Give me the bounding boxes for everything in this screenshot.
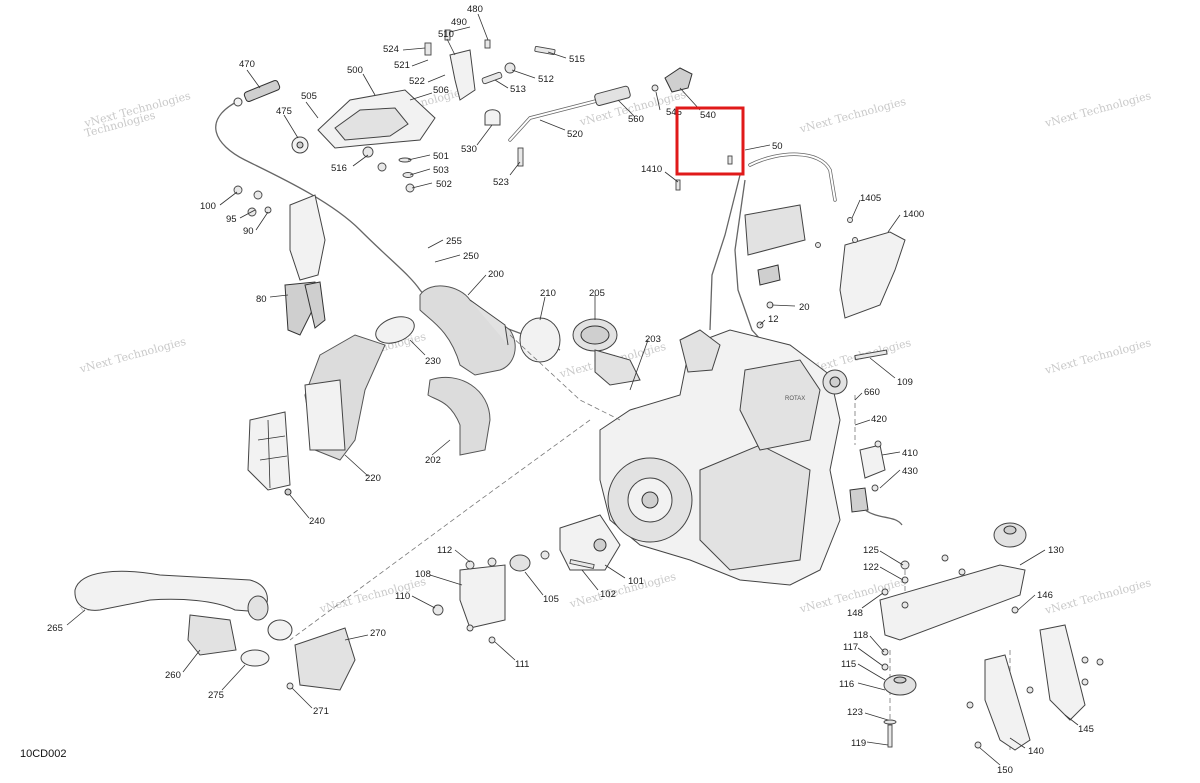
callout-95: 95 xyxy=(226,214,237,225)
callout-labels: 480 490 510 524 521 522 506 500 515 512 … xyxy=(47,4,1094,776)
callout-12: 12 xyxy=(768,314,779,325)
callout-530: 530 xyxy=(461,144,477,155)
callout-111: 111 xyxy=(515,659,529,670)
callout-271: 271 xyxy=(313,706,329,717)
callout-117: 117 xyxy=(843,642,858,653)
callout-220: 220 xyxy=(365,473,381,484)
callout-503: 503 xyxy=(433,165,449,176)
pedal-assembly xyxy=(233,185,326,336)
callout-119: 119 xyxy=(851,738,866,749)
callout-500: 500 xyxy=(347,65,363,76)
watermark: vNext Technologies xyxy=(797,95,907,136)
engine-mount-front xyxy=(432,514,621,644)
callout-1405: 1405 xyxy=(860,193,881,204)
callout-105: 105 xyxy=(543,594,559,605)
callout-520: 520 xyxy=(567,129,583,140)
callout-20: 20 xyxy=(799,302,810,313)
callout-255: 255 xyxy=(446,236,462,247)
callout-102: 102 xyxy=(600,589,616,600)
callout-118: 118 xyxy=(853,630,868,641)
callout-521: 521 xyxy=(394,60,410,71)
ecm-harness xyxy=(675,152,906,351)
callout-146: 146 xyxy=(1037,590,1053,601)
shift-lever xyxy=(508,67,733,165)
callout-480: 480 xyxy=(467,4,483,15)
callout-523: 523 xyxy=(493,177,509,188)
callout-50: 50 xyxy=(772,141,783,152)
callout-109: 109 xyxy=(897,377,913,388)
watermark: vNext Technologies xyxy=(1043,336,1153,377)
figure-code: 10CD002 xyxy=(20,748,66,760)
callout-90: 90 xyxy=(243,226,254,237)
callout-524: 524 xyxy=(383,44,399,55)
callout-275: 275 xyxy=(208,690,224,701)
callout-123: 123 xyxy=(847,707,863,718)
callout-475: 475 xyxy=(276,106,292,117)
callout-270: 270 xyxy=(370,628,386,639)
callout-540: 540 xyxy=(700,110,716,121)
callout-210: 210 xyxy=(540,288,556,299)
callout-260: 260 xyxy=(165,670,181,681)
watermark: vNext Technologies xyxy=(567,570,677,611)
watermark: vNext Technologies xyxy=(1043,89,1153,130)
upper-hardware xyxy=(362,29,556,193)
callout-125: 125 xyxy=(863,545,879,556)
callout-110: 110 xyxy=(395,591,410,602)
callout-200: 200 xyxy=(488,269,504,280)
callout-560: 560 xyxy=(628,114,644,125)
callout-leaders xyxy=(66,13,1079,766)
watermark: vNext Technologies xyxy=(1043,576,1153,617)
callout-265: 265 xyxy=(47,623,63,634)
engine-block: ROTAX xyxy=(599,329,903,586)
lower-intake xyxy=(74,570,356,691)
highlight-box xyxy=(675,106,745,176)
callout-150: 150 xyxy=(997,765,1013,776)
callout-510: 510 xyxy=(438,29,454,40)
callout-101: 101 xyxy=(628,576,644,587)
callout-130: 130 xyxy=(1048,545,1064,556)
callout-490: 490 xyxy=(451,17,467,28)
rear-mounts xyxy=(879,522,1104,751)
callout-545: 545 xyxy=(666,107,682,118)
callout-506: 506 xyxy=(433,85,449,96)
callout-122: 122 xyxy=(863,562,879,573)
callout-515: 515 xyxy=(569,54,585,65)
callout-522: 522 xyxy=(409,76,425,87)
callout-512: 512 xyxy=(538,74,554,85)
callout-660: 660 xyxy=(864,387,880,398)
callout-250: 250 xyxy=(463,251,479,262)
callout-420: 420 xyxy=(871,414,887,425)
callout-1410: 1410 xyxy=(641,164,662,175)
callout-115: 115 xyxy=(841,659,856,670)
callout-202: 202 xyxy=(425,455,441,466)
callout-148: 148 xyxy=(847,608,863,619)
callout-513: 513 xyxy=(510,84,526,95)
throttle-body xyxy=(519,317,641,386)
intake-ducts xyxy=(247,285,516,496)
callout-501: 501 xyxy=(433,151,449,162)
watermark: vNext Technologies xyxy=(77,335,187,376)
callout-100: 100 xyxy=(200,201,216,212)
callout-108: 108 xyxy=(415,569,431,580)
callout-140: 140 xyxy=(1028,746,1044,757)
callout-502: 502 xyxy=(436,179,452,190)
callout-145: 145 xyxy=(1078,724,1094,735)
callout-430: 430 xyxy=(902,466,918,477)
callout-116: 116 xyxy=(839,679,854,690)
callout-80: 80 xyxy=(256,294,267,305)
callout-1400: 1400 xyxy=(903,209,924,220)
callout-112: 112 xyxy=(437,545,452,556)
svg-text:ROTAX: ROTAX xyxy=(785,396,805,402)
callout-410: 410 xyxy=(902,448,918,459)
callout-470: 470 xyxy=(239,59,255,70)
callout-205: 205 xyxy=(589,288,605,299)
callout-230: 230 xyxy=(425,356,441,367)
callout-505: 505 xyxy=(301,91,317,102)
pedal-bracket xyxy=(291,89,436,154)
callout-240: 240 xyxy=(309,516,325,527)
callout-203: 203 xyxy=(645,334,661,345)
watermark: vNext Technologies xyxy=(317,575,427,616)
callout-516: 516 xyxy=(331,163,347,174)
